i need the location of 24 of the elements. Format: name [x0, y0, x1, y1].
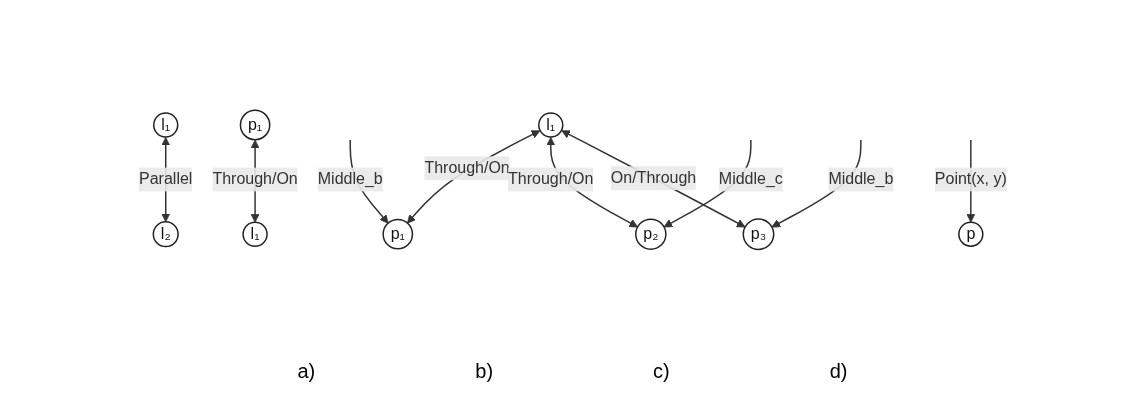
edge-label: Through/On — [507, 170, 594, 188]
arrow — [560, 130, 746, 228]
panel-label: a) — [297, 360, 316, 383]
edge-label: Parallel — [138, 170, 192, 188]
node-circle: p — [957, 221, 984, 248]
node-circle: p₂ — [634, 218, 667, 251]
edge-label: Through/On — [211, 170, 298, 188]
node-circle: p₃ — [742, 218, 774, 251]
node-circle: l₁ — [537, 112, 564, 138]
edge-label: Through/On — [423, 159, 510, 177]
edge-label: Middle_b — [827, 170, 893, 188]
panel-label: c) — [653, 360, 670, 383]
node-circle: p₁ — [382, 219, 413, 250]
panel-label: b) — [475, 360, 494, 383]
node-circle: l₁ — [152, 112, 178, 138]
arrow — [406, 130, 540, 224]
panel-label: d) — [829, 360, 848, 383]
node-circle: p₁ — [239, 109, 271, 141]
edge-label: Point(x, y) — [934, 170, 1007, 188]
edge-label: Middle_b — [317, 170, 383, 188]
node-circle: l₁ — [241, 221, 268, 248]
edge-label: On/Through — [610, 169, 696, 187]
node-circle: l₂ — [152, 221, 179, 248]
edge-label: Middle_c — [718, 170, 783, 188]
